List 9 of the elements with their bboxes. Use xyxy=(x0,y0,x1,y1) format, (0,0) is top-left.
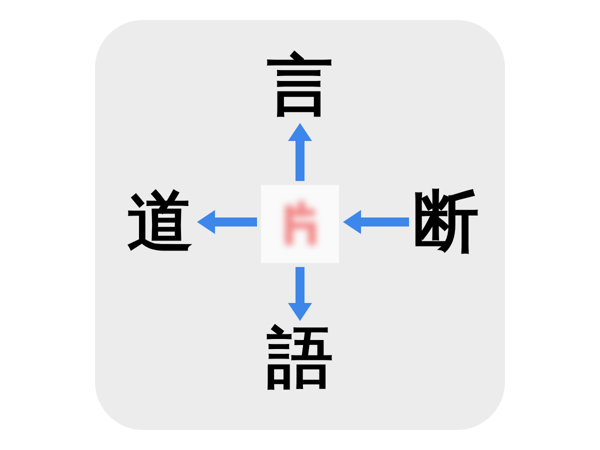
arrow xyxy=(288,267,312,321)
kanji-label: 言 xyxy=(267,53,333,119)
kanji-label: 語 xyxy=(267,325,333,391)
answer-tile xyxy=(261,185,339,263)
arrow xyxy=(343,210,409,234)
arrow xyxy=(197,210,257,234)
kanji-label: 道 xyxy=(127,189,193,255)
arrow xyxy=(288,123,312,181)
kanji-label: 断 xyxy=(413,189,479,255)
